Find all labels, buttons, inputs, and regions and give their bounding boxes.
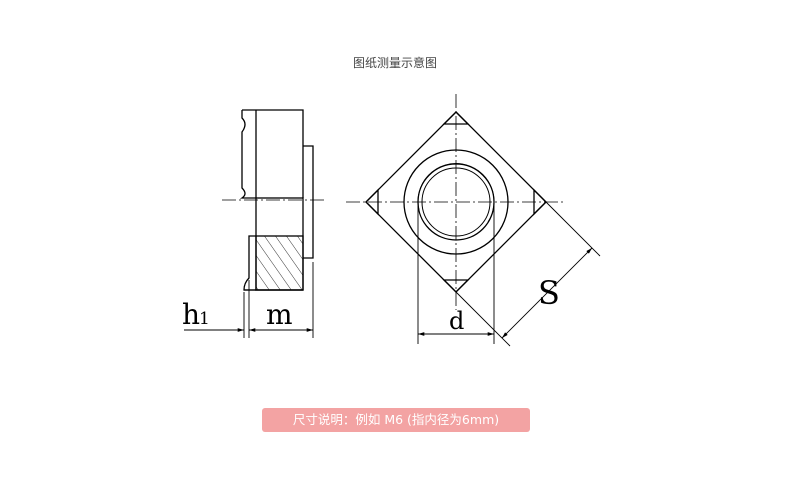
label-d: d [449,307,464,335]
dim-S-line [501,247,593,339]
diagram-title: 图纸测量示意图 [352,56,437,70]
dim-S [455,201,601,347]
dim-S-ext-1 [545,201,601,257]
label-S: S [538,274,560,312]
size-caption: 尺寸说明：例如 M6 (指内径为6mm) [262,408,530,432]
label-m: m [266,298,293,331]
thread-arc [417,163,495,223]
dim-S-ext-2 [455,291,511,347]
dim-d [417,206,495,344]
side-hatched-section [255,235,304,291]
label-h1-subscript: 1 [199,309,210,329]
side-flange-outline [239,109,304,199]
side-pilot [243,235,256,291]
label-h1: h [182,298,200,331]
side-dimensions [184,262,314,338]
side-view [239,109,314,291]
top-center-lines [346,94,566,310]
side-shoulder [303,145,314,259]
